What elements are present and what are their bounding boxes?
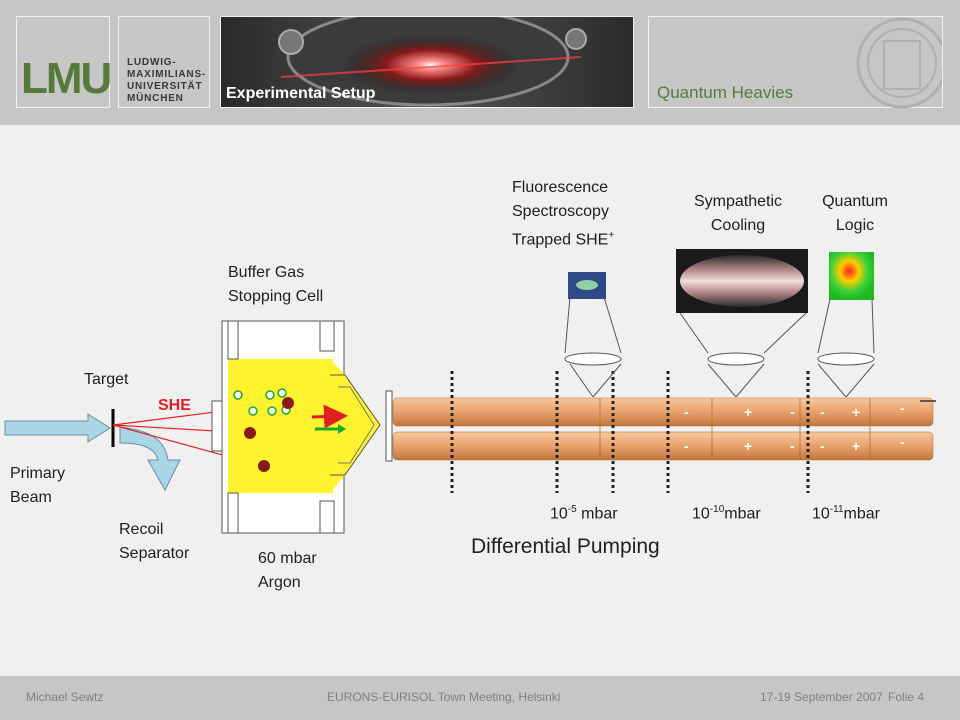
university-seal-icon	[856, 17, 942, 109]
experimental-setup-diagram: - + - - + - - + - - + -	[4, 249, 936, 534]
header-photo: Experimental Setup	[220, 16, 634, 108]
pressure-label-1: 10-5 mbar	[550, 504, 618, 523]
section-title: Experimental Setup	[226, 85, 376, 102]
primary-beam-label: Primary Beam	[10, 465, 66, 506]
argon-label: 60 mbar Argon	[258, 550, 317, 591]
series-title-box: Quantum Heavies	[648, 16, 943, 109]
buffer-gas-cell	[211, 320, 393, 534]
rod-sign-minus: -	[820, 404, 825, 420]
buffer-gas-label: Buffer Gas Stopping Cell	[228, 264, 324, 305]
rod-sign-plus: +	[852, 438, 860, 454]
rod-sign-minus: -	[790, 438, 795, 454]
university-line: LUDWIG-	[127, 57, 177, 68]
university-line: UNIVERSITÄT	[127, 81, 203, 92]
footer-event: EURONS-EURISOL Town Meeting, Helsinki	[327, 690, 561, 704]
recoil-separator-label: Recoil Separator	[119, 521, 190, 562]
pressure-label-3: 10-11mbar	[812, 504, 880, 523]
ions	[233, 388, 348, 472]
quantum-logic-label: Quantum Logic	[822, 193, 888, 234]
fluorescence-label: Fluorescence Spectroscopy Trapped SHE+	[512, 179, 615, 249]
series-title: Quantum Heavies	[657, 83, 794, 102]
rod-sign-minus: -	[900, 434, 905, 450]
quadrupole-rods	[392, 397, 936, 461]
lmu-logo: LMU	[16, 16, 112, 108]
rod-sign-minus: -	[900, 400, 905, 416]
differential-pumping-label: Differential Pumping	[471, 535, 660, 558]
sympathetic-cooling-label: Sympathetic Cooling	[693, 193, 783, 234]
rod-sign-plus: +	[744, 438, 752, 454]
rod-sign-minus: -	[684, 438, 689, 454]
footer-slide-number: Folie 4	[888, 690, 925, 704]
imaging-lenses	[564, 296, 875, 398]
recoil-separator-arrow	[119, 426, 181, 492]
rod-signs: - + - - + - - + - - + -	[684, 400, 905, 454]
university-name-block: LUDWIG- MAXIMILIANS- UNIVERSITÄT MÜNCHEN	[118, 16, 210, 108]
she-label: SHE	[158, 397, 191, 414]
pumping-stage-separators	[450, 371, 810, 493]
rod-sign-minus: -	[684, 404, 689, 420]
footer-bar: Michael Sewtz EURONS-EURISOL Town Meetin…	[0, 676, 960, 720]
university-line: MÜNCHEN	[127, 93, 184, 104]
rod-sign-minus: -	[820, 438, 825, 454]
pressure-label-2: 10-10mbar	[692, 504, 761, 523]
lmu-logo-text: LMU	[21, 54, 112, 103]
sympathetic-cooling-image	[676, 249, 808, 313]
footer-date: 17-19 September 2007	[760, 690, 883, 704]
header-bar: LMU LUDWIG- MAXIMILIANS- UNIVERSITÄT MÜN…	[0, 0, 960, 125]
trap-photo-image	[221, 17, 633, 107]
primary-beam-arrow	[4, 413, 111, 443]
university-line: MAXIMILIANS-	[127, 69, 207, 80]
fluorescence-image	[568, 272, 606, 299]
footer-author: Michael Sewtz	[26, 690, 104, 704]
quantum-logic-image	[829, 252, 874, 300]
rod-sign-minus: -	[790, 404, 795, 420]
target-label: Target	[84, 371, 129, 388]
rod-sign-plus: +	[744, 404, 752, 420]
rod-sign-plus: +	[852, 404, 860, 420]
